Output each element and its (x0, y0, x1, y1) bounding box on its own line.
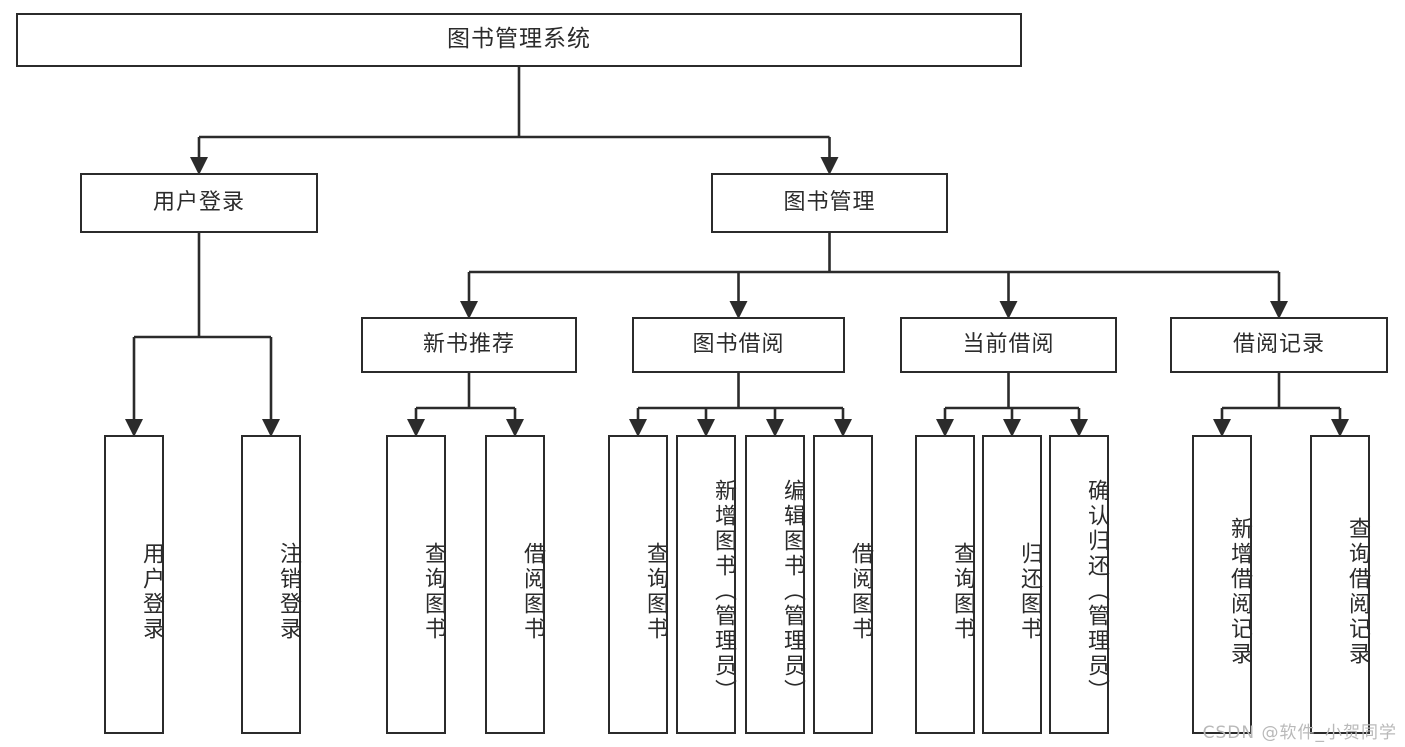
node-label: 注销登录 (276, 541, 301, 642)
node-leaf-cur-2[interactable]: 归还图书 (982, 435, 1042, 734)
node-label: 当前借阅 (962, 331, 1055, 357)
node-leaf-new-1[interactable]: 查询图书 (386, 435, 446, 734)
node-label: 查询图书 (643, 541, 668, 642)
node-label: 新书推荐 (422, 331, 515, 357)
node-current[interactable]: 当前借阅 (900, 317, 1117, 373)
node-label: 图书借阅 (692, 331, 785, 357)
node-bookmgmt[interactable]: 图书管理 (711, 173, 948, 233)
node-label: 借阅记录 (1232, 331, 1325, 357)
node-label: 归还图书 (1017, 541, 1042, 642)
node-login[interactable]: 用户登录 (80, 173, 318, 233)
node-leaf-login-2[interactable]: 注销登录 (241, 435, 301, 734)
node-label: 新增借阅记录 (1227, 516, 1252, 667)
node-leaf-new-2[interactable]: 借阅图书 (485, 435, 545, 734)
node-label: 编辑图书（管理员） (780, 479, 805, 704)
node-label: 图书管理系统 (447, 26, 591, 53)
node-label: 借阅图书 (848, 541, 873, 642)
node-label: 借阅图书 (520, 541, 545, 642)
node-leaf-borrow-3[interactable]: 编辑图书（管理员） (745, 435, 805, 734)
node-label: 查询图书 (950, 541, 975, 642)
node-label: 新增图书（管理员） (711, 479, 736, 704)
node-leaf-login-1[interactable]: 用户登录 (104, 435, 164, 734)
node-leaf-borrow-2[interactable]: 新增图书（管理员） (676, 435, 736, 734)
node-leaf-rec-2[interactable]: 查询借阅记录 (1310, 435, 1370, 734)
node-label: 确认归还（管理员） (1084, 479, 1109, 704)
node-leaf-cur-1[interactable]: 查询图书 (915, 435, 975, 734)
node-records[interactable]: 借阅记录 (1170, 317, 1388, 373)
node-borrow[interactable]: 图书借阅 (632, 317, 845, 373)
node-leaf-borrow-1[interactable]: 查询图书 (608, 435, 668, 734)
node-newbook[interactable]: 新书推荐 (361, 317, 577, 373)
node-leaf-rec-1[interactable]: 新增借阅记录 (1192, 435, 1252, 734)
node-label: 用户登录 (139, 541, 164, 642)
node-label: 用户登录 (152, 189, 245, 215)
node-label: 图书管理 (783, 189, 876, 215)
node-leaf-cur-3[interactable]: 确认归还（管理员） (1049, 435, 1109, 734)
node-label: 查询借阅记录 (1345, 516, 1370, 667)
node-root[interactable]: 图书管理系统 (16, 13, 1022, 67)
node-label: 查询图书 (421, 541, 446, 642)
node-leaf-borrow-4[interactable]: 借阅图书 (813, 435, 873, 734)
